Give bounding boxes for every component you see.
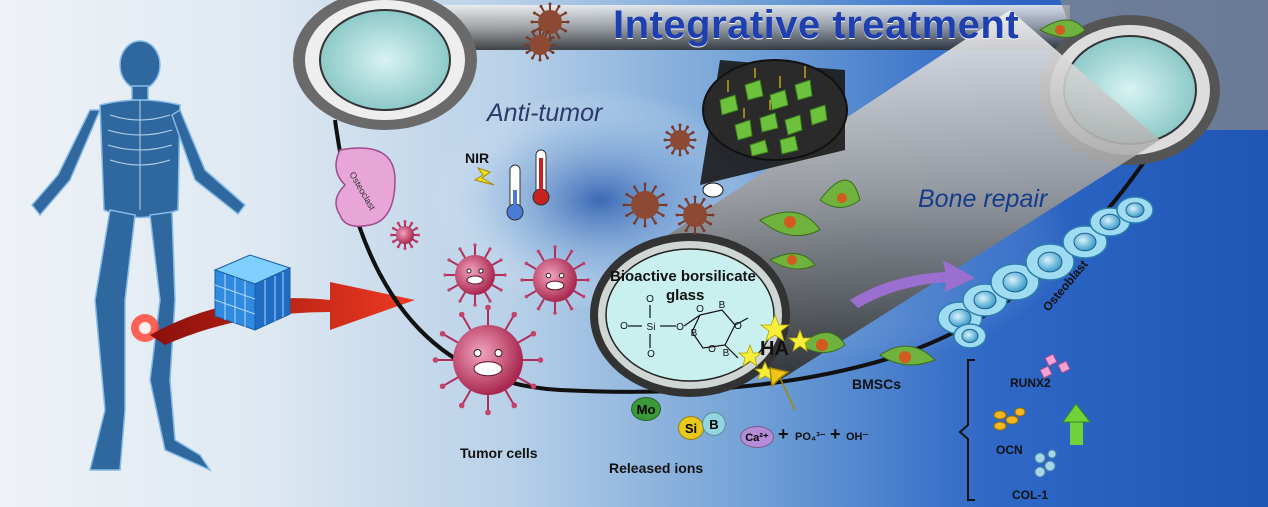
tumor-cell-icon — [390, 2, 715, 416]
atom-o-bottom: O — [647, 349, 655, 360]
section-anti-tumor: Anti-tumor — [487, 99, 603, 127]
purple-arrow-icon — [850, 260, 975, 308]
osteoblast-cell — [1062, 225, 1108, 259]
osteoblast-cell — [1116, 196, 1154, 224]
glass-label-line2: glass — [666, 287, 705, 304]
scaffold-cube-icon — [213, 254, 292, 331]
marker-brace — [958, 359, 975, 501]
osteoblast-cell — [990, 263, 1040, 301]
glass-cylinder — [590, 10, 1160, 397]
ion-si: Si — [678, 416, 704, 440]
ion-ca: Ca²⁺ — [740, 426, 774, 448]
tumor-cell — [622, 182, 668, 228]
atom-o-bridge: O — [676, 322, 684, 333]
osteoblast-cell — [953, 323, 987, 349]
marker-runx2: RUNX2 — [1010, 376, 1051, 390]
borosilicate-structure — [628, 305, 749, 359]
ha-label: HA — [760, 338, 789, 360]
runx2-glyph — [1039, 353, 1071, 379]
ion-mo: Mo — [631, 397, 661, 421]
atom-b-left: B — [691, 328, 698, 339]
human-skeleton-icon — [31, 40, 247, 472]
section-bone-repair: Bone repair — [918, 185, 1048, 213]
tumor-cell — [432, 304, 544, 416]
tumor-cell — [530, 2, 570, 42]
marker-col1: COL-1 — [1012, 488, 1048, 502]
tumor-cell — [523, 28, 557, 62]
plus-sign-1: + — [778, 424, 789, 444]
col1-glyph — [1034, 449, 1057, 478]
marker-ocn: OCN — [996, 443, 1023, 457]
ion-po4: PO₄³⁻ — [795, 431, 826, 443]
glass-label-line1: Bioactive borsilicate — [610, 268, 756, 285]
ion-oh: OH⁻ — [846, 431, 869, 443]
tumor-cell — [390, 220, 420, 250]
ion-b: B — [702, 412, 726, 436]
atom-si: Si — [647, 322, 656, 333]
page-title: Integrative treatment — [613, 3, 1020, 47]
atom-o-top: O — [646, 294, 654, 305]
atom-o-ring2: O — [696, 304, 704, 315]
released-ions-label: Released ions — [609, 460, 704, 476]
thermometer-hot-icon — [532, 149, 550, 206]
tumor-cells-label: Tumor cells — [460, 445, 538, 461]
plus-sign-2: + — [830, 424, 841, 444]
osteoblast-cell — [1025, 243, 1075, 281]
thermometer-cold-icon — [506, 164, 524, 221]
ha-particles — [737, 313, 813, 381]
nir-label: NIR — [465, 150, 490, 166]
osteoblast-chain — [937, 196, 1154, 349]
atom-o-ring: O — [734, 321, 742, 332]
ha-crystal-inset — [700, 59, 848, 198]
atom-o-left: O — [620, 321, 628, 332]
tumor-cell — [675, 195, 715, 235]
lightning-icon — [473, 167, 495, 186]
tumor-cell — [663, 123, 697, 157]
osteoclast-cell — [335, 147, 396, 227]
atom-b-bottom: B — [723, 348, 730, 359]
yellow-arrow-icon — [769, 367, 796, 411]
green-up-arrow-icon — [1062, 403, 1092, 445]
bmscs-label: BMSCs — [852, 376, 902, 392]
atom-b-top: B — [719, 300, 726, 311]
tumor-cell — [520, 245, 590, 315]
ocn-glyph — [993, 407, 1026, 431]
tumor-cell — [443, 243, 507, 307]
atom-o-ring3: O — [708, 344, 716, 355]
